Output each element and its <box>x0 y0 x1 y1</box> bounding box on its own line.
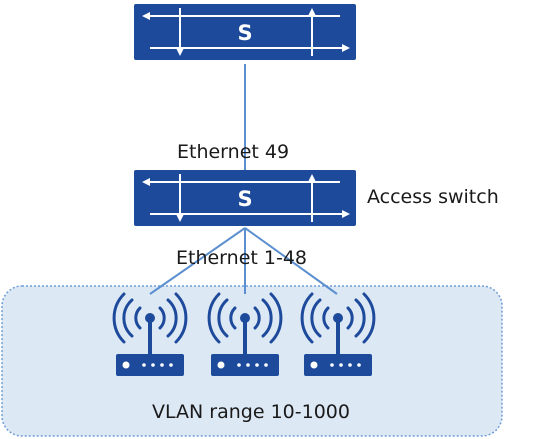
downlink-line <box>244 227 338 295</box>
downlink-lines <box>149 227 338 295</box>
core-switch: S <box>133 3 357 61</box>
access-switch-label: Access switch <box>367 186 499 208</box>
core-switch-letter: S <box>237 21 252 45</box>
downlink-port-label: Ethernet 1-48 <box>176 247 307 269</box>
access-switch: S <box>133 169 357 227</box>
access-switch-letter: S <box>237 187 252 211</box>
uplink-port-label: Ethernet 49 <box>177 141 289 163</box>
downlink-line <box>149 227 246 295</box>
vlan-range-label: VLAN range 10-1000 <box>152 401 350 423</box>
